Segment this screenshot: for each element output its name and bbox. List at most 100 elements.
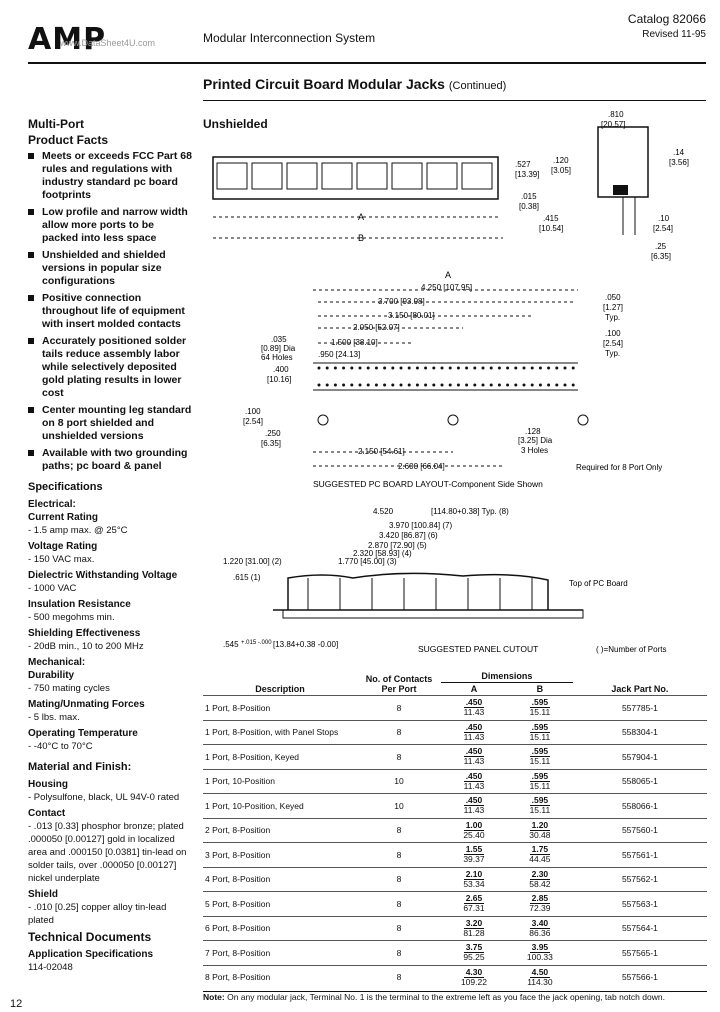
technical-documents-heading: Technical Documents [28, 930, 152, 944]
row-dim-b-metric: 100.33 [526, 952, 553, 963]
pin-hole [317, 366, 321, 370]
svg-text:Typ.: Typ. [605, 349, 620, 358]
pin-hole [481, 383, 485, 387]
svg-text:Required for 8 Port Only: Required for 8 Port Only [576, 463, 662, 472]
svg-text:Typ.: Typ. [605, 313, 620, 322]
row-dim-b-metric: 15.11 [529, 756, 551, 767]
jack-port [356, 162, 388, 190]
svg-text:3.970 [100.84] (7): 3.970 [100.84] (7) [389, 521, 452, 530]
pin-hole [374, 366, 378, 370]
material-specs: Housing- Polysulfone, black, UL 94V-0 ra… [28, 778, 193, 927]
pin-hole [440, 366, 444, 370]
svg-text:[6.35]: [6.35] [651, 252, 671, 261]
pin-hole [555, 366, 559, 370]
terminal-note: Note: On any modular jack, Terminal No. … [203, 992, 665, 1002]
pin-hole [415, 383, 419, 387]
row-description: 4 Port, 8-Position [203, 866, 357, 892]
row-description: 1 Port, 10-Position [203, 768, 357, 794]
pin-hole [333, 366, 337, 370]
row-description: 2 Port, 8-Position [203, 817, 357, 843]
jack-port [426, 162, 458, 190]
pc-board-layout: A 4.250 [107.95] 3.700 [93.98] 3.150 [80… [243, 270, 662, 489]
row-dim-b-metric: 15.11 [529, 731, 551, 742]
section-heading-multiport: Multi-Port [28, 117, 84, 131]
spec-label: Mating/Unmating Forces [28, 699, 145, 710]
pin-hole [432, 383, 436, 387]
row-contacts: 8 [357, 842, 441, 867]
row-dim-b: 3.40 [529, 917, 551, 929]
product-fact: Positive connection throughout life of e… [28, 292, 193, 331]
pin-hole [325, 366, 329, 370]
row-dim-a: .450 [463, 795, 485, 807]
svg-text:.950 [24.13]: .950 [24.13] [318, 350, 360, 359]
pin-hole [399, 366, 403, 370]
svg-text:2.150 [54.61]: 2.150 [54.61] [358, 447, 405, 456]
svg-text:1.770 [45.00] (3): 1.770 [45.00] (3) [338, 557, 397, 566]
svg-text:1.500 [38.10]: 1.500 [38.10] [331, 338, 378, 347]
svg-text:1.220 [31.00] (2): 1.220 [31.00] (2) [223, 557, 282, 566]
spec-label: Shield [28, 889, 59, 900]
row-description: 1 Port, 8-Position, with Panel Stops [203, 719, 357, 745]
parts-table: Description No. of Contacts Per Port Dim… [203, 670, 707, 989]
row-dim-a: 3.20 [463, 917, 485, 929]
row-description: 8 Port, 8-Position [203, 964, 357, 989]
cutout-caption: SUGGESTED PANEL CUTOUT [418, 644, 538, 654]
spec-value: - Polysulfone, black, UL 94V-0 rated [28, 792, 180, 803]
row-contacts: 8 [357, 695, 441, 720]
row-dim-a: 2.65 [463, 893, 485, 905]
svg-text:[10.54]: [10.54] [539, 224, 563, 233]
row-part-number: 557563-1 [572, 891, 707, 916]
pin-hole [506, 383, 510, 387]
svg-text:3 Holes: 3 Holes [521, 446, 548, 455]
svg-text:.035: .035 [271, 335, 287, 344]
material-heading: Material and Finish: [28, 761, 132, 773]
layout-holes [317, 366, 575, 387]
svg-text:64 Holes: 64 Holes [261, 353, 293, 362]
svg-text:[3.25] Dia: [3.25] Dia [518, 436, 553, 445]
pin-hole [391, 383, 395, 387]
watermark: www.DataSheet4U.com [60, 38, 156, 48]
pin-hole [350, 366, 354, 370]
row-dim-b-metric: 72.39 [529, 903, 551, 914]
pin-hole [407, 366, 411, 370]
svg-text:[2.54]: [2.54] [653, 224, 673, 233]
row-dim-a: .450 [463, 721, 485, 733]
row-dim-b: 1.20 [529, 819, 551, 831]
row-dim-b: .595 [529, 721, 551, 733]
pin-hole [481, 366, 485, 370]
product-fact: Center mounting leg standard on 8 port s… [28, 404, 193, 443]
row-part-number: 557566-1 [572, 964, 707, 989]
jack-drawing: A B .810 [20.57] .14 [3.56] .527 [13.39]… [212, 110, 689, 261]
title-divider [203, 100, 706, 101]
row-dim-a: 4.30 [463, 966, 485, 978]
spec-label: Contact [28, 808, 66, 819]
pin-hole [473, 366, 477, 370]
pin-hole [497, 366, 501, 370]
pin-hole [497, 383, 501, 387]
spec-value: - 1000 VAC [28, 583, 77, 594]
svg-text:[10.16]: [10.16] [267, 375, 291, 384]
pin-hole [448, 383, 452, 387]
jack-port [391, 162, 423, 190]
pin-hole [530, 383, 534, 387]
pin-hole [489, 383, 493, 387]
row-part-number: 558066-1 [572, 793, 707, 818]
row-dim-a-metric: 11.43 [463, 756, 485, 767]
layout-caption: SUGGESTED PC BOARD LAYOUT-Component Side… [313, 479, 543, 489]
pin-hole [465, 383, 469, 387]
pin-hole [342, 383, 346, 387]
row-dim-b: 1.75 [529, 844, 551, 856]
svg-text:.25: .25 [655, 242, 667, 251]
mechanical-label: Mechanical: [28, 657, 86, 668]
row-dim-a-metric: 39.37 [463, 854, 485, 865]
pin-hole [547, 366, 551, 370]
pin-hole [456, 366, 460, 370]
row-dim-a-metric: 67.31 [463, 903, 485, 914]
top-of-pc-board: Top of PC Board [569, 579, 628, 588]
pin-hole [538, 383, 542, 387]
svg-text:2.320 [58.93] (4): 2.320 [58.93] (4) [353, 549, 412, 558]
